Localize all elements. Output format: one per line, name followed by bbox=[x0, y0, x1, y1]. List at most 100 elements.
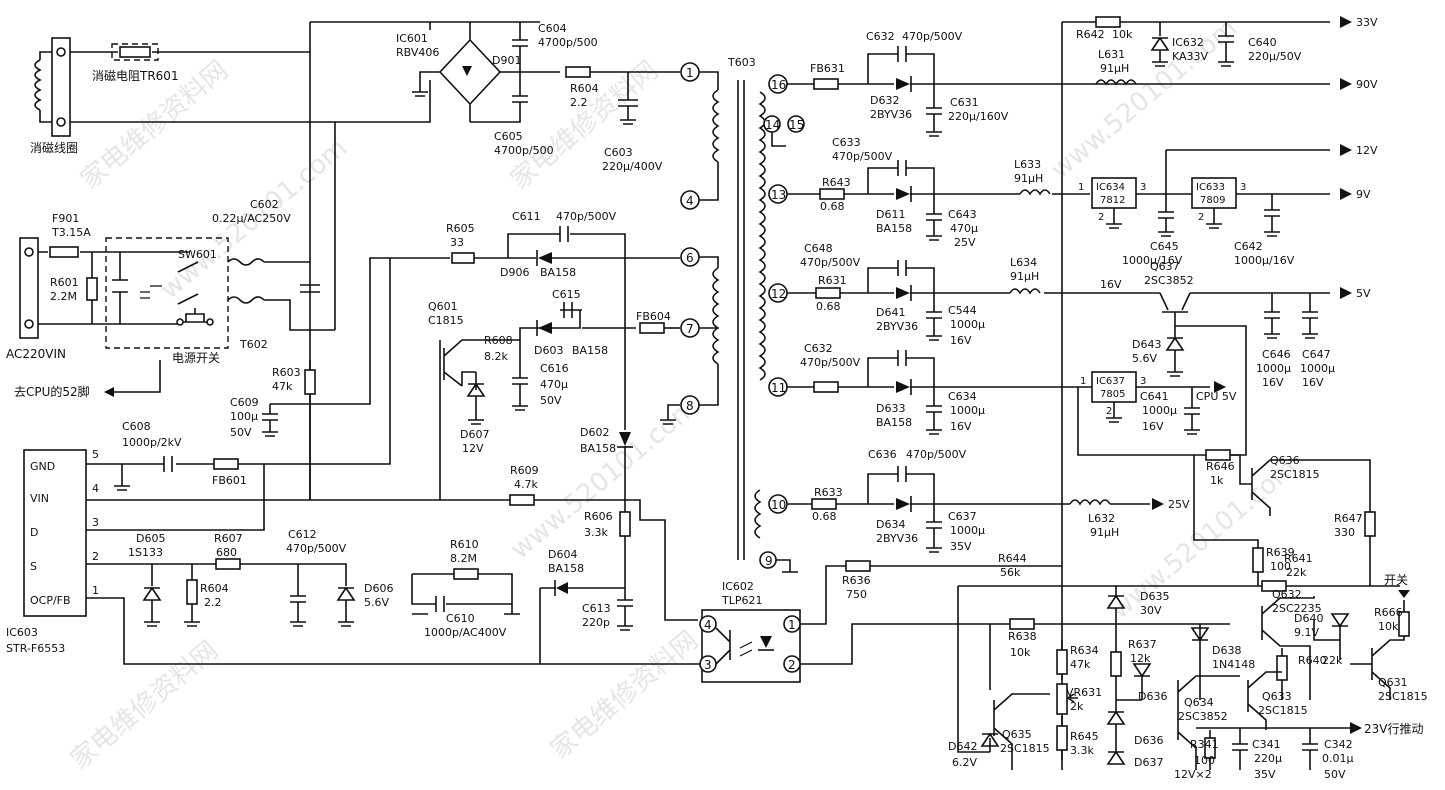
r604b-label: R604 bbox=[200, 582, 229, 595]
fb631 bbox=[813, 78, 839, 90]
c636-value: 470p/500V bbox=[906, 448, 967, 461]
r603-value: 47k bbox=[272, 380, 293, 393]
r605-value: 33 bbox=[450, 236, 464, 249]
diode-d634 bbox=[896, 498, 910, 510]
degauss-connector bbox=[51, 37, 71, 137]
ic637-part: 7805 bbox=[1100, 389, 1125, 400]
c640-value: 220μ/50V bbox=[1248, 50, 1302, 63]
d603-part: BA158 bbox=[572, 344, 608, 357]
diode-d602 bbox=[619, 432, 631, 446]
t603-label: T603 bbox=[727, 56, 756, 69]
ic637-label: IC637 bbox=[1096, 376, 1125, 387]
resistor-r636 bbox=[845, 560, 871, 572]
ic632-label: IC632 bbox=[1172, 36, 1204, 49]
degauss-coil-label: 消磁线圈 bbox=[30, 140, 78, 155]
ic603-label: IC603 bbox=[6, 626, 38, 639]
ic633-pin2: 2 bbox=[1198, 212, 1204, 223]
fuse-f901 bbox=[49, 246, 79, 258]
c641-value: 1000μ bbox=[1142, 404, 1177, 417]
c602-label: C602 bbox=[250, 198, 279, 211]
pin-4: 4 bbox=[686, 194, 694, 208]
transformer-t602 bbox=[227, 258, 265, 304]
r637-value: 12k bbox=[1130, 652, 1151, 665]
ic602-pin3: 3 bbox=[704, 658, 712, 672]
r643-label: R643 bbox=[822, 176, 851, 189]
ic602-pin1: 1 bbox=[788, 618, 796, 632]
c644-label: C544 bbox=[948, 304, 977, 317]
ic633-pin3: 3 bbox=[1240, 182, 1246, 193]
c610-label: C610 bbox=[446, 612, 475, 625]
d901-label: D901 bbox=[492, 54, 521, 67]
d606-value: 5.6V bbox=[364, 596, 389, 609]
transformer-t603: T603 1 4 6 7 8 16 14 15 13 12 11 10 9 bbox=[660, 56, 805, 573]
r642-label: R642 bbox=[1076, 28, 1105, 41]
c634-volt: 16V bbox=[950, 420, 972, 433]
resistor-r631 bbox=[815, 287, 841, 299]
r631-value: 0.68 bbox=[816, 300, 841, 313]
c640-label: C640 bbox=[1248, 36, 1277, 49]
c645-label: C645 bbox=[1150, 240, 1179, 253]
resistor-r607 bbox=[215, 558, 241, 570]
transistor-q632 bbox=[1261, 596, 1315, 700]
16v-label: 16V bbox=[1100, 278, 1122, 291]
d637-value: 12V×2 bbox=[1174, 768, 1212, 781]
r634-value: 47k bbox=[1070, 658, 1091, 671]
c611-value: 470p/500V bbox=[556, 210, 617, 223]
r641-label: R641 bbox=[1284, 552, 1313, 565]
diode-d603 bbox=[538, 322, 552, 334]
transistor-q637 bbox=[1159, 292, 1247, 456]
d606-label: D606 bbox=[364, 582, 393, 595]
c647-value: 1000μ bbox=[1300, 362, 1335, 375]
r341-label: R341 bbox=[1190, 738, 1219, 751]
cpu5v-label: CPU 5V bbox=[1196, 390, 1237, 403]
ic601-label: IC601 bbox=[396, 32, 428, 45]
c646-value: 1000μ bbox=[1256, 362, 1291, 375]
fb631-label: FB631 bbox=[810, 62, 845, 75]
source-network: D605 1S133 R604 2.2 R607 680 C612 470p/5… bbox=[128, 528, 520, 639]
diode-d633 bbox=[896, 381, 910, 393]
transistor-q635 bbox=[989, 624, 1050, 770]
resistor-r609 bbox=[509, 494, 535, 506]
ic634-part: 7812 bbox=[1100, 195, 1125, 206]
pin-7: 7 bbox=[686, 322, 694, 336]
c648-value: 470p/500V bbox=[800, 256, 861, 269]
r633-value: 0.68 bbox=[812, 510, 837, 523]
r646-label: R646 bbox=[1206, 460, 1235, 473]
c645-value: 1000μ/16V bbox=[1122, 254, 1183, 267]
r634-label: R634 bbox=[1070, 644, 1099, 657]
d602-label: D602 bbox=[580, 426, 609, 439]
r604-value: 2.2 bbox=[570, 96, 588, 109]
d638-part: 1N4148 bbox=[1212, 658, 1255, 671]
t603-secondary-pins: 16 14 15 13 12 11 10 9 bbox=[759, 74, 805, 569]
l631-label: L631 bbox=[1098, 48, 1125, 61]
transistor-q631 bbox=[1350, 636, 1405, 700]
r639-value: 100 bbox=[1270, 560, 1291, 573]
d642-label: D642 bbox=[948, 740, 977, 753]
d602-part: BA158 bbox=[580, 442, 616, 455]
l632-label: L632 bbox=[1088, 512, 1115, 525]
c648-label: C648 bbox=[804, 242, 833, 255]
c636-label: C636 bbox=[868, 448, 897, 461]
ic603-pin5: 5 bbox=[92, 448, 99, 461]
switch-sw601-b bbox=[177, 293, 199, 305]
mains-input: AC220VIN F901 T3.15A R601 2.2M SW601 电源开… bbox=[6, 198, 335, 399]
c612-label: C612 bbox=[288, 528, 317, 541]
l633-value: 91μH bbox=[1014, 172, 1043, 185]
ic603-pin-s: S bbox=[30, 560, 37, 573]
power-switch-label: 电源开关 bbox=[172, 351, 220, 365]
vr631-value: 2k bbox=[1070, 700, 1084, 713]
d637-label: D637 bbox=[1134, 756, 1163, 769]
c603-value: 220μ/400V bbox=[602, 160, 663, 173]
transistor-q601 bbox=[439, 339, 520, 500]
switch-label: 开关 bbox=[1384, 573, 1408, 587]
c616-volt: 50V bbox=[540, 394, 562, 407]
watermark: www.520101.com bbox=[1045, 13, 1243, 186]
inductor-l631 bbox=[1095, 79, 1137, 86]
d611-label: D611 bbox=[876, 208, 905, 221]
ic603-pin-d: D bbox=[30, 526, 38, 539]
d642-value: 6.2V bbox=[952, 756, 977, 769]
c643-label: C643 bbox=[948, 208, 977, 221]
q636-part: 2SC1815 bbox=[1270, 468, 1320, 481]
resistor-r610 bbox=[453, 568, 479, 580]
